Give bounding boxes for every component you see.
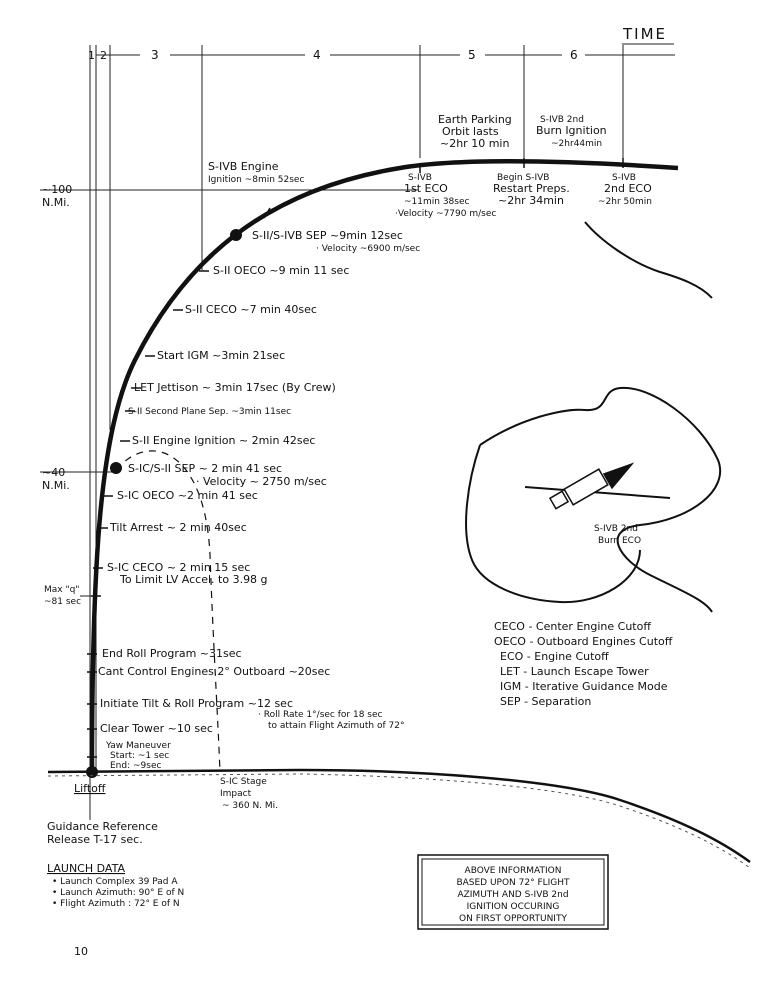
- yaw-maneuver-label: Yaw Maneuver: [105, 741, 171, 751]
- sii-sivb-sep-label: S-II/S-IVB SEP ~9min 12sec: [252, 229, 403, 242]
- sivb-inset-drawing: [465, 221, 721, 613]
- phase-label-3: 3: [151, 48, 159, 62]
- sic-impact-sub: Impact: [220, 789, 252, 799]
- altitude-40-unit: N.Mi.: [42, 479, 70, 492]
- initiate-tilt-rate: · Roll Rate 1°/sec for 18 sec: [258, 710, 383, 720]
- sic-sii-sep-label: S-IC/S-II SEP ~ 2 min 41 sec: [128, 462, 282, 475]
- phase-label-5: 5: [468, 48, 476, 62]
- max-q-time: ~81 sec: [44, 597, 81, 607]
- inset-label-2: Burn ECO: [598, 536, 641, 546]
- sic-ceco-label: S-IC CECO ~ 2 min 15 sec: [107, 561, 250, 574]
- tilt-arrest-label: Tilt Arrest ~ 2 min 40sec: [109, 521, 247, 534]
- info-box-line-3: AZIMUTH AND S-IVB 2nd: [457, 890, 568, 900]
- sivb-2nd-eco-stage: S-IVB: [612, 173, 636, 183]
- initiate-tilt-label: Initiate Tilt & Roll Program ~12 sec: [100, 697, 293, 710]
- max-q-label: Max "q": [44, 585, 79, 595]
- event-ticks: [87, 158, 624, 758]
- yaw-maneuver-end: End: ~9sec: [110, 761, 161, 771]
- phase-label-1: 1: [88, 49, 95, 62]
- let-jettison-label: LET Jettison ~ 3min 17sec (By Crew): [134, 381, 336, 394]
- clear-tower-label: Clear Tower ~10 sec: [100, 722, 213, 735]
- altitude-100-value: ~100: [42, 183, 72, 196]
- info-box-line-1: ABOVE INFORMATION: [465, 866, 562, 876]
- initiate-tilt-azimuth: to attain Flight Azimuth of 72°: [268, 721, 404, 731]
- legend-oeco: OECO - Outboard Engines Cutoff: [494, 635, 673, 648]
- sic-oeco-label: S-IC OECO ~2 min 41 sec: [117, 489, 258, 502]
- altitude-100-unit: N.Mi.: [42, 196, 70, 209]
- guidance-ref-time: Release T-17 sec.: [47, 833, 143, 846]
- sivb-2nd-eco-time: ~2hr 50min: [598, 197, 652, 207]
- end-roll-label: End Roll Program ~31sec: [102, 647, 242, 660]
- sivb-2nd-ignition-time: ~2hr44min: [551, 139, 602, 149]
- sic-impact-label: S-IC Stage: [220, 777, 267, 787]
- sivb-2nd-ignition-sub: Burn Ignition: [536, 124, 607, 137]
- sivb-1st-eco-label: 1st ECO: [404, 182, 448, 195]
- yaw-maneuver-start: Start: ~1 sec: [110, 751, 169, 761]
- sivb-2nd-eco-label: 2nd ECO: [604, 182, 652, 195]
- launch-data-flight-azimuth: • Flight Azimuth : 72° E of N: [52, 899, 180, 909]
- restart-preps-label: Begin S-IVB: [497, 173, 549, 183]
- sic-sii-sep-velocity: · Velocity ~ 2750 m/sec: [196, 475, 327, 488]
- launch-data-complex: • Launch Complex 39 Pad A: [52, 877, 178, 887]
- sii-ceco-label: S-II CECO ~7 min 40sec: [185, 303, 317, 316]
- page-number: 10: [74, 945, 88, 958]
- guidance-ref-label: Guidance Reference: [47, 820, 158, 833]
- sic-stage-impact-path: [115, 450, 221, 773]
- start-igm-label: Start IGM ~3min 21sec: [157, 349, 285, 362]
- legend-igm: IGM - Iterative Guidance Mode: [500, 680, 668, 693]
- launch-data-launch-azimuth: • Launch Azimuth: 90° E of N: [52, 888, 184, 898]
- sivb-2nd-ignition-label: S-IVB 2nd: [540, 115, 584, 125]
- liftoff-label: Liftoff: [74, 782, 106, 795]
- sic-ceco-accel: To Limit LV Accel. to 3.98 g: [119, 573, 268, 586]
- sivb-stage-icon: [548, 462, 635, 510]
- sivb-ignition-time: Ignition ~8min 52sec: [208, 175, 304, 185]
- phase-label-2: 2: [100, 49, 107, 62]
- sivb-1st-eco-time: ~11min 38sec: [404, 197, 470, 207]
- phase-grid: [40, 43, 675, 820]
- sii-sivb-sep-velocity: · Velocity ~6900 m/sec: [316, 244, 420, 254]
- sic-impact-range: ~ 360 N. Mi.: [222, 801, 278, 811]
- second-plane-sep-label: S-II Second Plane Sep. ~3min 11sec: [128, 407, 291, 417]
- info-box-line-4: IGNITION OCCURING: [467, 902, 560, 912]
- time-axis-label: TIME: [622, 25, 667, 43]
- earth-surface: [47, 768, 751, 864]
- info-box: ABOVE INFORMATION BASED UPON 72° FLIGHT …: [417, 854, 609, 930]
- legend-sep: SEP - Separation: [500, 695, 591, 708]
- altitude-40-value: ~40: [42, 466, 65, 479]
- sii-oeco-label: S-II OECO ~9 min 11 sec: [213, 264, 349, 277]
- info-box-line-5: ON FIRST OPPORTUNITY: [459, 914, 567, 924]
- legend-ceco: CECO - Center Engine Cutoff: [494, 620, 651, 633]
- phase-label-4: 4: [313, 48, 321, 62]
- parking-orbit-duration: ~2hr 10 min: [440, 137, 509, 150]
- legend: CECO - Center Engine Cutoff OECO - Outbo…: [494, 620, 673, 708]
- sivb-1st-eco-velocity: ·Velocity ~7790 m/sec: [395, 209, 496, 219]
- parking-orbit-sub: Orbit lasts: [442, 125, 499, 138]
- sii-ignition-label: S-II Engine Ignition ~ 2min 42sec: [132, 434, 315, 447]
- cant-control-label: Cant Control Engines 2° Outboard ~20sec: [98, 665, 330, 678]
- sivb-1st-eco-stage: S-IVB: [408, 173, 432, 183]
- launch-data-title: LAUNCH DATA: [47, 862, 125, 875]
- restart-preps-time: ~2hr 34min: [498, 194, 564, 207]
- legend-eco: ECO - Engine Cutoff: [500, 650, 609, 663]
- trajectory-curve: [89, 158, 679, 773]
- restart-preps-sub: Restart Preps.: [493, 182, 570, 195]
- info-box-line-2: BASED UPON 72° FLIGHT: [456, 878, 570, 888]
- phase-label-6: 6: [570, 48, 578, 62]
- parking-orbit-label: Earth Parking: [438, 113, 512, 126]
- inset-label-1: S-IVB 2nd: [594, 524, 638, 534]
- sivb-ignition-label: S-IVB Engine: [208, 160, 279, 173]
- legend-let: LET - Launch Escape Tower: [500, 665, 649, 678]
- event-dots: [86, 229, 242, 778]
